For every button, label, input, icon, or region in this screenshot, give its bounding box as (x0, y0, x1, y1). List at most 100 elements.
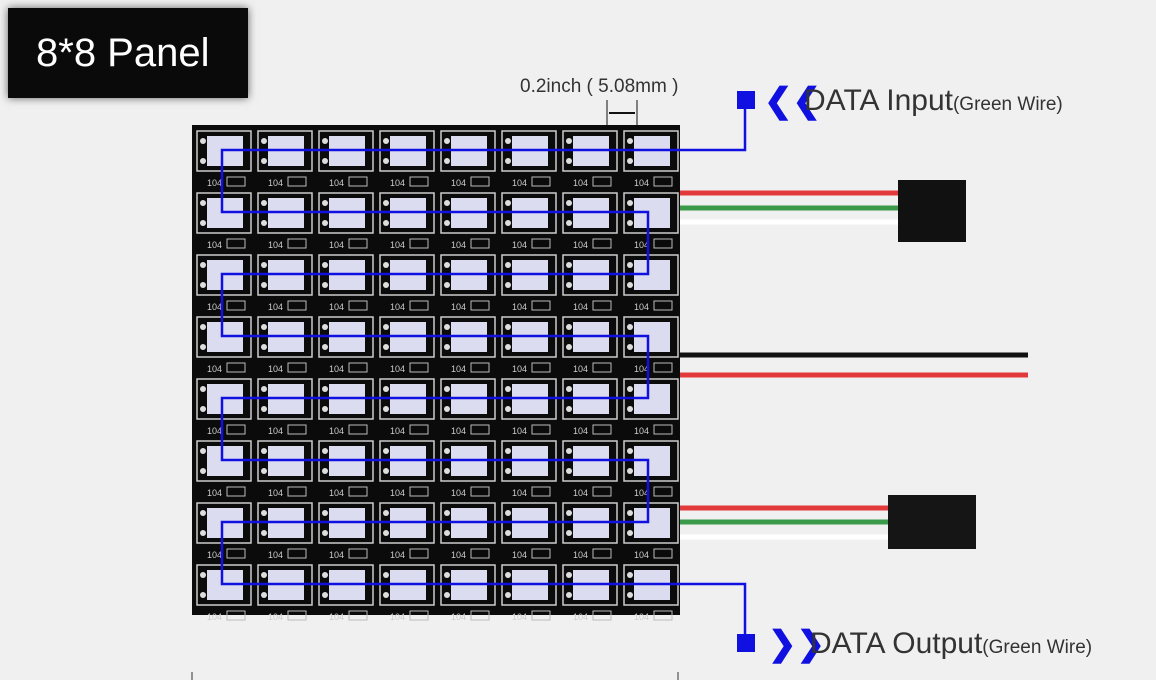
led-pad (505, 220, 511, 226)
led-pad (566, 200, 572, 206)
resistor (653, 300, 673, 311)
led-pad (505, 448, 511, 454)
resistor-label: 104 (512, 612, 527, 622)
led-pad (383, 138, 389, 144)
resistor (653, 486, 673, 497)
led-pad (627, 262, 633, 268)
led-pad (505, 200, 511, 206)
resistor (531, 610, 551, 621)
resistor (470, 424, 490, 435)
resistor-label: 104 (329, 178, 344, 188)
resistor (653, 362, 673, 373)
led-pad (383, 468, 389, 474)
resistor (592, 548, 612, 559)
led-pad (383, 324, 389, 330)
resistor (592, 486, 612, 497)
resistor-label: 104 (573, 426, 588, 436)
led-pad (627, 406, 633, 412)
input-connector (898, 180, 966, 242)
resistor-label: 104 (207, 488, 222, 498)
led-pad (627, 158, 633, 164)
resistor-label: 104 (207, 426, 222, 436)
resistor (592, 176, 612, 187)
pitch-dimension-label: 0.2inch ( 5.08mm ) (520, 76, 679, 97)
led-pad (200, 530, 206, 536)
resistor-label: 104 (634, 426, 649, 436)
led-pad (566, 530, 572, 536)
led-pad (261, 324, 267, 330)
led-pad (322, 592, 328, 598)
led-pad (261, 406, 267, 412)
led-pad (505, 572, 511, 578)
led-pad (383, 406, 389, 412)
led-pad (261, 262, 267, 268)
led-pad (505, 406, 511, 412)
output-connector (888, 495, 976, 549)
led-pad (200, 448, 206, 454)
resistor-label: 104 (207, 178, 222, 188)
led-pad (200, 468, 206, 474)
resistor-label: 104 (390, 488, 405, 498)
led-pad (505, 468, 511, 474)
resistor (348, 424, 368, 435)
resistor-label: 104 (207, 240, 222, 250)
resistor (226, 238, 246, 249)
resistor (592, 362, 612, 373)
led-cell: 104 (623, 502, 679, 560)
resistor (470, 238, 490, 249)
data-input-label: DATA Input(Green Wire) (804, 84, 1063, 117)
resistor-label: 104 (390, 302, 405, 312)
resistor-label: 104 (512, 240, 527, 250)
resistor (409, 486, 429, 497)
resistor (287, 362, 307, 373)
resistor-label: 104 (329, 364, 344, 374)
resistor (531, 424, 551, 435)
led-pad (322, 468, 328, 474)
led-pad (627, 324, 633, 330)
led-pad (261, 158, 267, 164)
resistor-label: 104 (451, 240, 466, 250)
led-pad (505, 324, 511, 330)
led-pad (566, 282, 572, 288)
led-pad (627, 344, 633, 350)
led-pad (383, 530, 389, 536)
resistor (592, 610, 612, 621)
resistor-label: 104 (634, 550, 649, 560)
resistor-label: 104 (268, 612, 283, 622)
resistor-label: 104 (451, 302, 466, 312)
led-pad (322, 386, 328, 392)
resistor-label: 104 (329, 488, 344, 498)
resistor (348, 486, 368, 497)
data-signal-path (220, 100, 747, 640)
led-pad (627, 448, 633, 454)
led-pad (200, 138, 206, 144)
resistor (470, 300, 490, 311)
led-pad (261, 510, 267, 516)
resistor-label: 104 (268, 488, 283, 498)
resistor (470, 362, 490, 373)
resistor-label: 104 (390, 550, 405, 560)
resistor (287, 176, 307, 187)
resistor-label: 104 (512, 364, 527, 374)
resistor-label: 104 (573, 612, 588, 622)
led-pad (627, 138, 633, 144)
resistor-label: 104 (329, 240, 344, 250)
led-pad (383, 448, 389, 454)
resistor (226, 362, 246, 373)
resistor-label: 104 (451, 550, 466, 560)
resistor-label: 104 (390, 364, 405, 374)
resistor (531, 238, 551, 249)
led-pad (444, 262, 450, 268)
led-pad (566, 448, 572, 454)
led-pad (627, 282, 633, 288)
led-pad (322, 510, 328, 516)
led-cell: 104 (623, 192, 679, 250)
resistor-label: 104 (390, 426, 405, 436)
resistor-label: 104 (634, 240, 649, 250)
led-pad (627, 200, 633, 206)
led-pad (261, 448, 267, 454)
led-cell: 104 (623, 254, 679, 312)
led-pad (383, 592, 389, 598)
led-pad (200, 386, 206, 392)
